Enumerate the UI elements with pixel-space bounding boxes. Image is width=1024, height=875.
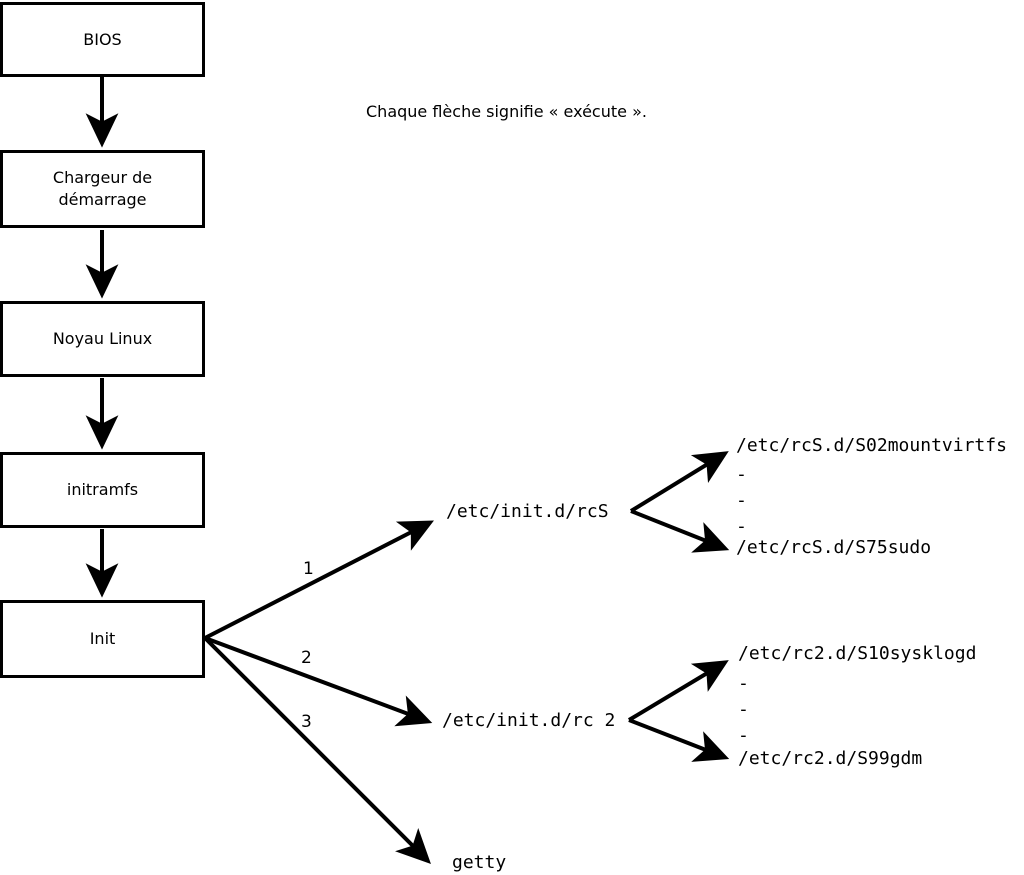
node-initramfs[interactable]: initramfs [0, 452, 205, 528]
node-rcs-last-script[interactable]: /etc/rcS.d/S75sudo [736, 537, 932, 558]
node-bios-label: BIOS [83, 29, 122, 49]
rc2-ellipsis-dash-1: - [738, 673, 749, 694]
arrow-init-to-rcs [204, 520, 434, 640]
node-bios[interactable]: BIOS [0, 2, 205, 77]
node-bootloader[interactable]: Chargeur de démarrage [0, 150, 205, 228]
diagram-caption: Chaque flèche signifie « exécute ». [366, 102, 647, 121]
branch-number-2: 2 [301, 648, 312, 668]
rc2-ellipsis-dash-3: - [738, 725, 749, 746]
arrow-rc2-to-first [627, 660, 729, 722]
rc2-ellipsis-dash-2: - [738, 699, 749, 720]
node-rcs-script[interactable]: /etc/init.d/rcS [446, 501, 609, 522]
arrow-rcs-to-last [630, 509, 730, 553]
branch-number-3: 3 [301, 712, 312, 732]
arrow-rcs-to-first [629, 451, 729, 513]
arrow-rc2-to-last [628, 718, 730, 762]
node-bootloader-label-line1: Chargeur de [52, 168, 153, 188]
node-kernel[interactable]: Noyau Linux [0, 301, 205, 377]
node-kernel-label: Noyau Linux [52, 329, 153, 349]
node-getty[interactable]: getty [452, 852, 507, 873]
node-bootloader-label-line2: démarrage [58, 190, 147, 209]
arrow-init-to-getty [203, 636, 431, 864]
node-rc2-last-script[interactable]: /etc/rc2.d/S99gdm [738, 748, 923, 769]
node-rc2-script[interactable]: /etc/init.d/rc 2 [442, 710, 616, 731]
node-init-label: Init [89, 629, 116, 649]
rcs-ellipsis-dash-2: - [736, 490, 747, 511]
node-initramfs-label: initramfs [66, 480, 139, 500]
rcs-ellipsis-dash-3: - [736, 516, 747, 537]
rcs-ellipsis-dash-1: - [736, 464, 747, 485]
node-rcs-first-script[interactable]: /etc/rcS.d/S02mountvirtfs [736, 435, 1007, 456]
arrow-init-to-rc2 [204, 636, 433, 727]
node-init[interactable]: Init [0, 600, 205, 678]
branch-number-1: 1 [303, 559, 314, 579]
node-rc2-first-script[interactable]: /etc/rc2.d/S10sysklogd [738, 643, 977, 664]
